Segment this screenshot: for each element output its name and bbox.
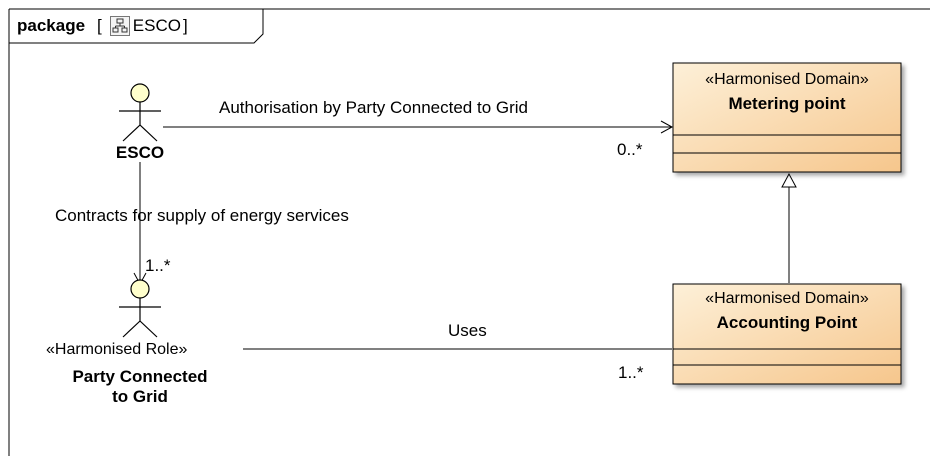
package-diagram-icon [109,16,130,36]
accounting-point-stereotype: «Harmonised Domain» [705,290,869,307]
metering-point-stereotype: «Harmonised Domain» [705,71,869,88]
package-bracket-open: [ [97,16,102,35]
actor-esco-name: ESCO [115,143,165,162]
class-metering-point[interactable]: «Harmonised Domain» Metering point [673,63,901,183]
actor-party-name-line1: Party Connected [72,367,208,386]
actor-esco-figure[interactable] [119,83,161,142]
package-name: ESCO [132,16,181,35]
class-metering-point-box[interactable] [672,62,902,173]
authorisation-label: Authorisation by Party Connected to Grid [219,98,528,117]
contracts-multiplicity: 1..* [145,256,171,275]
generalization-arrow[interactable] [781,172,797,283]
actor-party-name-line2: to Grid [112,387,168,406]
uses-multiplicity: 1..* [618,363,644,382]
package-keyword: package [17,16,86,35]
authorisation-multiplicity: 0..* [617,140,643,159]
actor-party-figure[interactable] [119,279,161,338]
contracts-label: Contracts for supply of energy services [55,206,349,225]
accounting-point-name: Accounting Point [716,313,858,332]
metering-point-name: Metering point [728,94,846,113]
uses-label: Uses [448,321,487,340]
association-authorisation[interactable] [163,120,674,134]
package-tab: package [ ESCO ] [9,9,188,43]
actor-party-stereotype: «Harmonised Role» [46,341,188,358]
class-accounting-point-box[interactable] [672,283,902,385]
package-bracket-close: ] [182,16,188,35]
class-accounting-point[interactable]: «Harmonised Domain» Accounting Point [673,282,901,402]
package-frame [8,8,930,456]
